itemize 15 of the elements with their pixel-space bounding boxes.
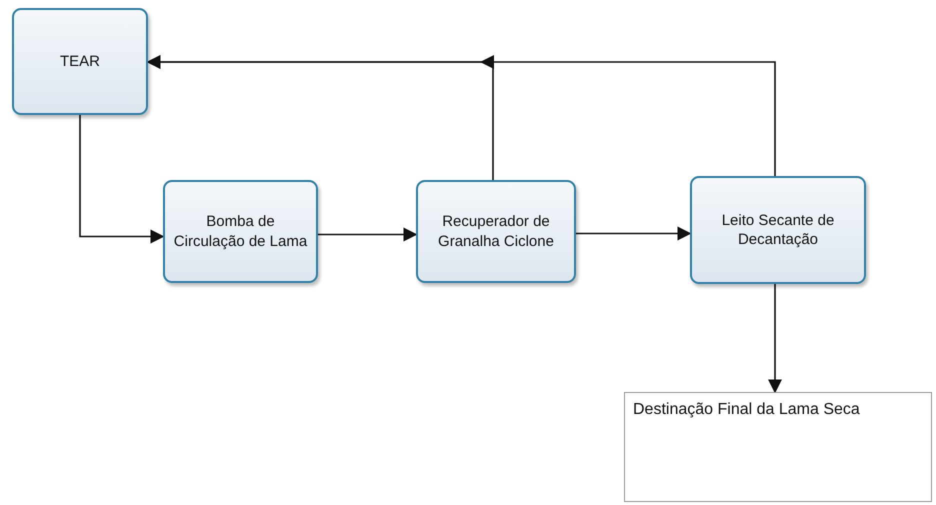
process-box [163,180,318,283]
node-label: Destinação Final da Lama Seca [633,401,860,419]
arrow [576,226,692,240]
arrow [146,55,776,176]
process-box [12,8,148,115]
arrow [768,284,782,394]
node-label: Bomba de Circulação de Lama [172,212,308,251]
process-box [690,176,866,284]
arrow [318,228,418,242]
node-label: TEAR [60,52,100,72]
output-box [624,392,932,502]
node-label: Leito Secante de Decantação [720,210,836,250]
node-label: Recuperador de Granalha Ciclone [437,212,555,251]
process-box [416,180,576,283]
arrow [79,115,164,244]
